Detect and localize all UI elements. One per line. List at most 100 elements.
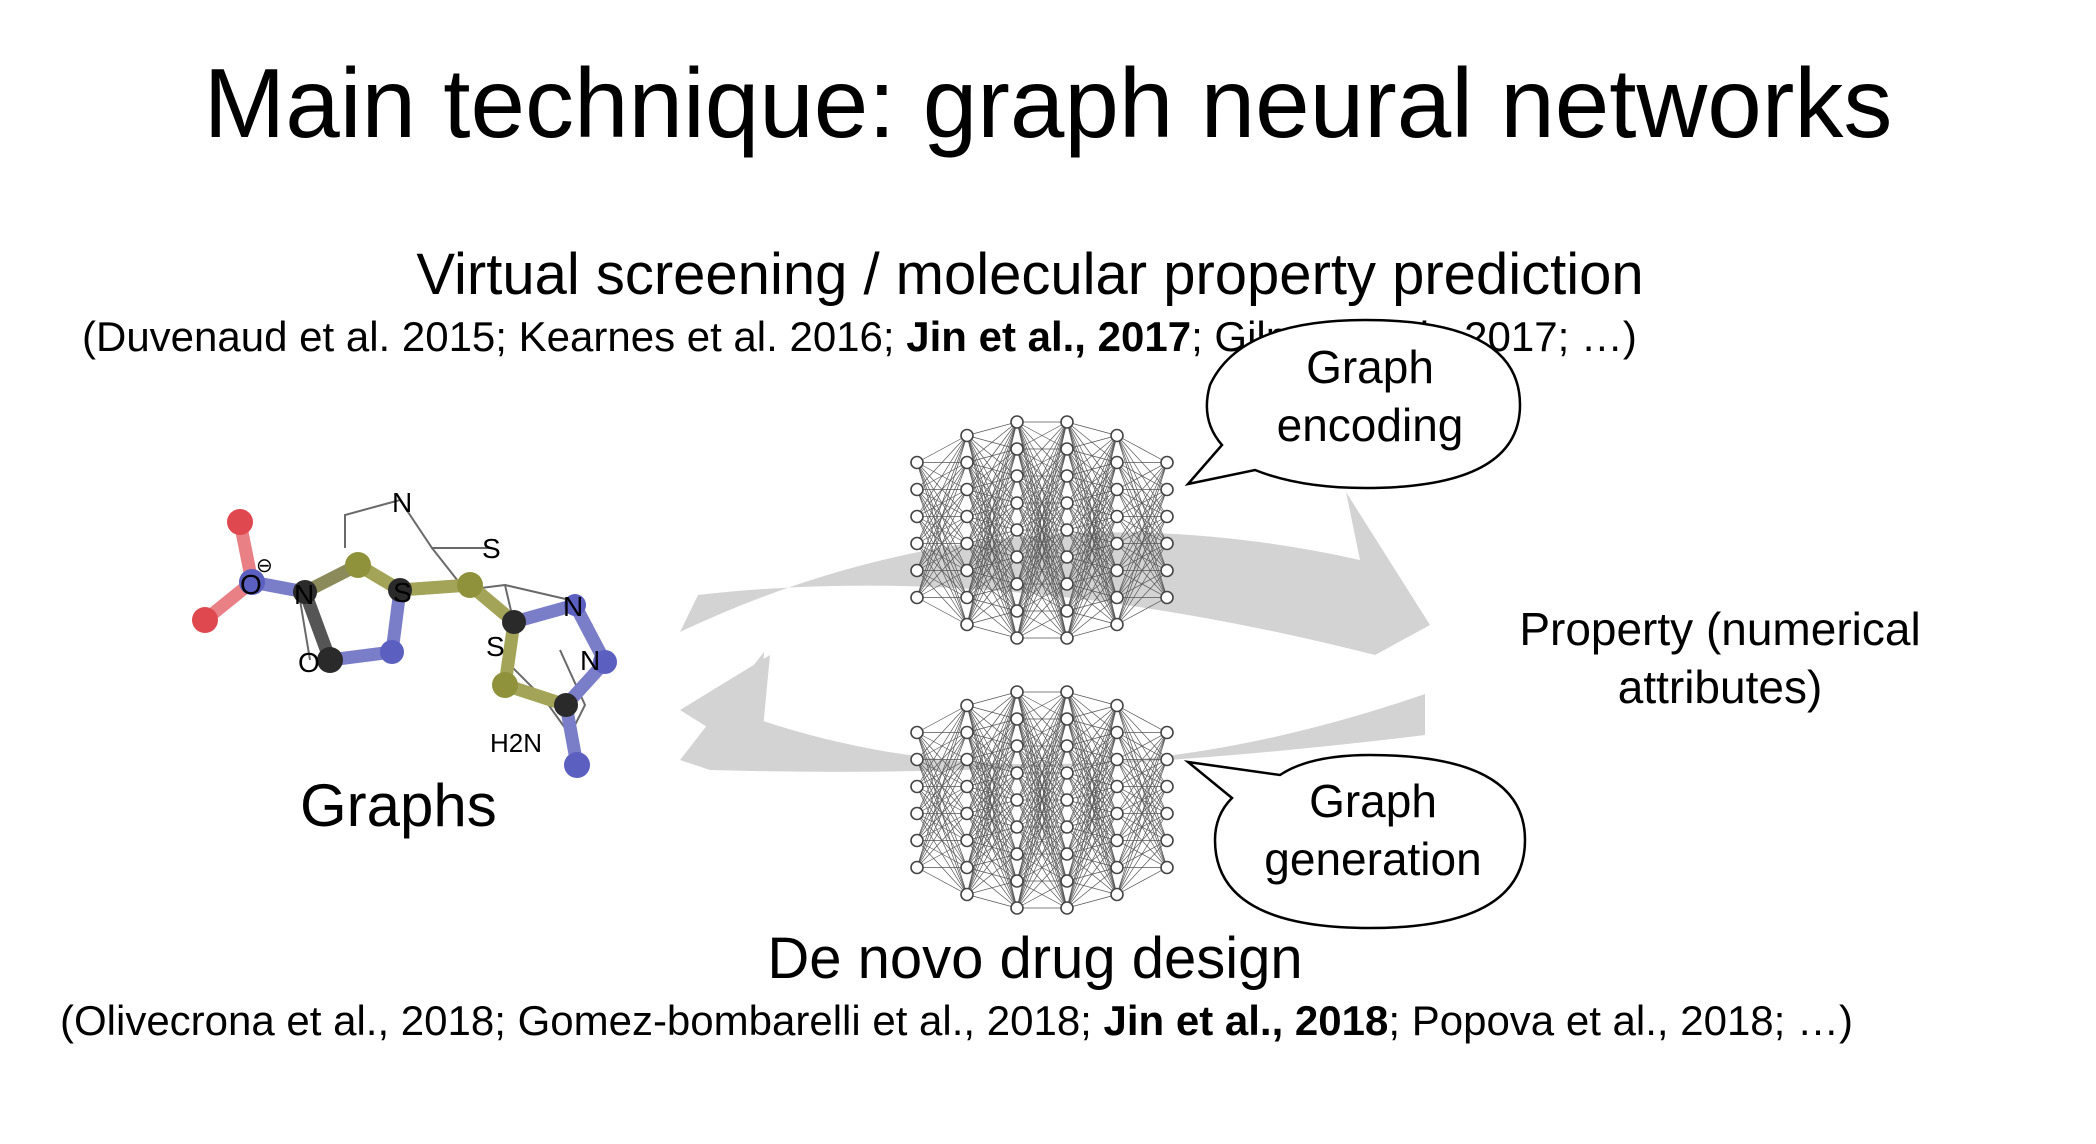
network-edge	[1116, 813, 1168, 895]
generation-arrow	[680, 652, 1425, 772]
network-edge	[1016, 880, 1068, 909]
network-edge	[966, 421, 1018, 625]
atom-label: S	[482, 533, 501, 564]
network-edge	[916, 435, 968, 571]
network-node	[1110, 887, 1124, 902]
network-node	[910, 482, 924, 497]
network-edge	[1016, 421, 1068, 585]
network-edge	[1016, 475, 1068, 639]
network-edge	[1066, 435, 1118, 639]
network-node	[1010, 712, 1024, 726]
network-node	[1110, 509, 1124, 524]
network-edge	[1116, 570, 1168, 625]
network-edge	[1016, 421, 1068, 531]
network-node	[910, 779, 924, 794]
network-edge	[1066, 705, 1118, 909]
network-edge	[1016, 421, 1068, 477]
dn-refs-bold: Jin et al., 2018	[1103, 997, 1389, 1044]
network-edge	[916, 705, 968, 733]
network-edge	[1016, 691, 1068, 720]
graph-generation-label: Graph generation	[1264, 775, 1482, 885]
network-node	[1060, 604, 1074, 618]
vs-refs-bold: Jin et al., 2017	[906, 313, 1192, 360]
network-node	[1160, 536, 1174, 551]
network-edge	[1016, 556, 1068, 639]
network-node	[910, 860, 924, 875]
dn-refs-prefix: (Olivecrona et al., 2018; Gomez-bombarel…	[60, 997, 1104, 1044]
network-node	[1160, 590, 1174, 605]
network-edge	[916, 435, 968, 463]
network-node	[1110, 779, 1124, 794]
network-node	[960, 482, 974, 497]
network-edge	[916, 732, 968, 868]
network-edge	[966, 853, 1018, 895]
network-edge	[966, 624, 1018, 639]
network-node	[960, 887, 974, 902]
network-edge	[1016, 691, 1068, 801]
graph-generation-bubble	[1183, 753, 1527, 930]
network-node	[910, 563, 924, 578]
atom-label: N	[294, 579, 314, 610]
network-edge	[1116, 435, 1168, 463]
de-novo-references: (Olivecrona et al., 2018; Gomez-bombarel…	[60, 996, 1853, 1046]
network-edge	[1016, 691, 1068, 774]
network-edge	[1116, 462, 1168, 571]
network-node	[1010, 550, 1024, 564]
atom-label: N	[563, 591, 583, 622]
network-node	[1160, 725, 1174, 740]
network-node	[1010, 847, 1024, 861]
network-edge	[1116, 597, 1168, 625]
network-edge	[1116, 462, 1168, 517]
network-edge	[1016, 421, 1068, 639]
network-node	[910, 509, 924, 524]
network-node	[910, 455, 924, 470]
network-edge	[916, 435, 968, 490]
network-node	[1060, 469, 1074, 483]
network-edge	[1066, 894, 1118, 909]
network-edge	[1016, 718, 1068, 909]
network-node	[1060, 577, 1074, 591]
network-edge	[1066, 691, 1118, 706]
network-node	[1010, 523, 1024, 537]
network-edge	[966, 718, 1018, 895]
network-node	[960, 509, 974, 524]
network-node	[1110, 455, 1124, 470]
network-edge	[1066, 570, 1118, 639]
network-edge	[966, 691, 1018, 733]
network-edge	[1016, 610, 1068, 639]
network-edge	[966, 583, 1018, 625]
network-edge	[966, 691, 1018, 787]
network-edge	[966, 556, 1018, 625]
network-edge	[1116, 732, 1168, 814]
network-node	[1160, 509, 1174, 524]
network-node	[1110, 482, 1124, 497]
atom-label: N	[580, 645, 600, 676]
network-node	[1110, 806, 1124, 821]
network-edge	[916, 813, 968, 868]
atom-label: S	[486, 631, 505, 662]
network-edge	[916, 705, 968, 787]
network-edge	[966, 691, 1018, 706]
network-edge	[1066, 462, 1118, 639]
network-edge	[1066, 516, 1118, 639]
network-node	[1060, 685, 1074, 699]
network-edge	[1116, 462, 1168, 598]
network-edge	[1066, 435, 1118, 558]
network-edge	[966, 529, 1018, 625]
encoding-arrow	[680, 492, 1430, 655]
network-node	[910, 725, 924, 740]
network-node	[960, 428, 974, 443]
network-edge	[1016, 421, 1068, 558]
network-edge	[916, 516, 968, 598]
network-edge	[1066, 732, 1118, 909]
network-edge	[1116, 543, 1168, 625]
network-edge	[1066, 813, 1118, 909]
network-edge	[1016, 421, 1068, 612]
network-node	[1060, 847, 1074, 861]
network-edge	[1066, 786, 1118, 909]
network-edge	[916, 705, 968, 868]
network-node	[960, 779, 974, 794]
network-node	[1060, 523, 1074, 537]
network-node	[1110, 428, 1124, 443]
